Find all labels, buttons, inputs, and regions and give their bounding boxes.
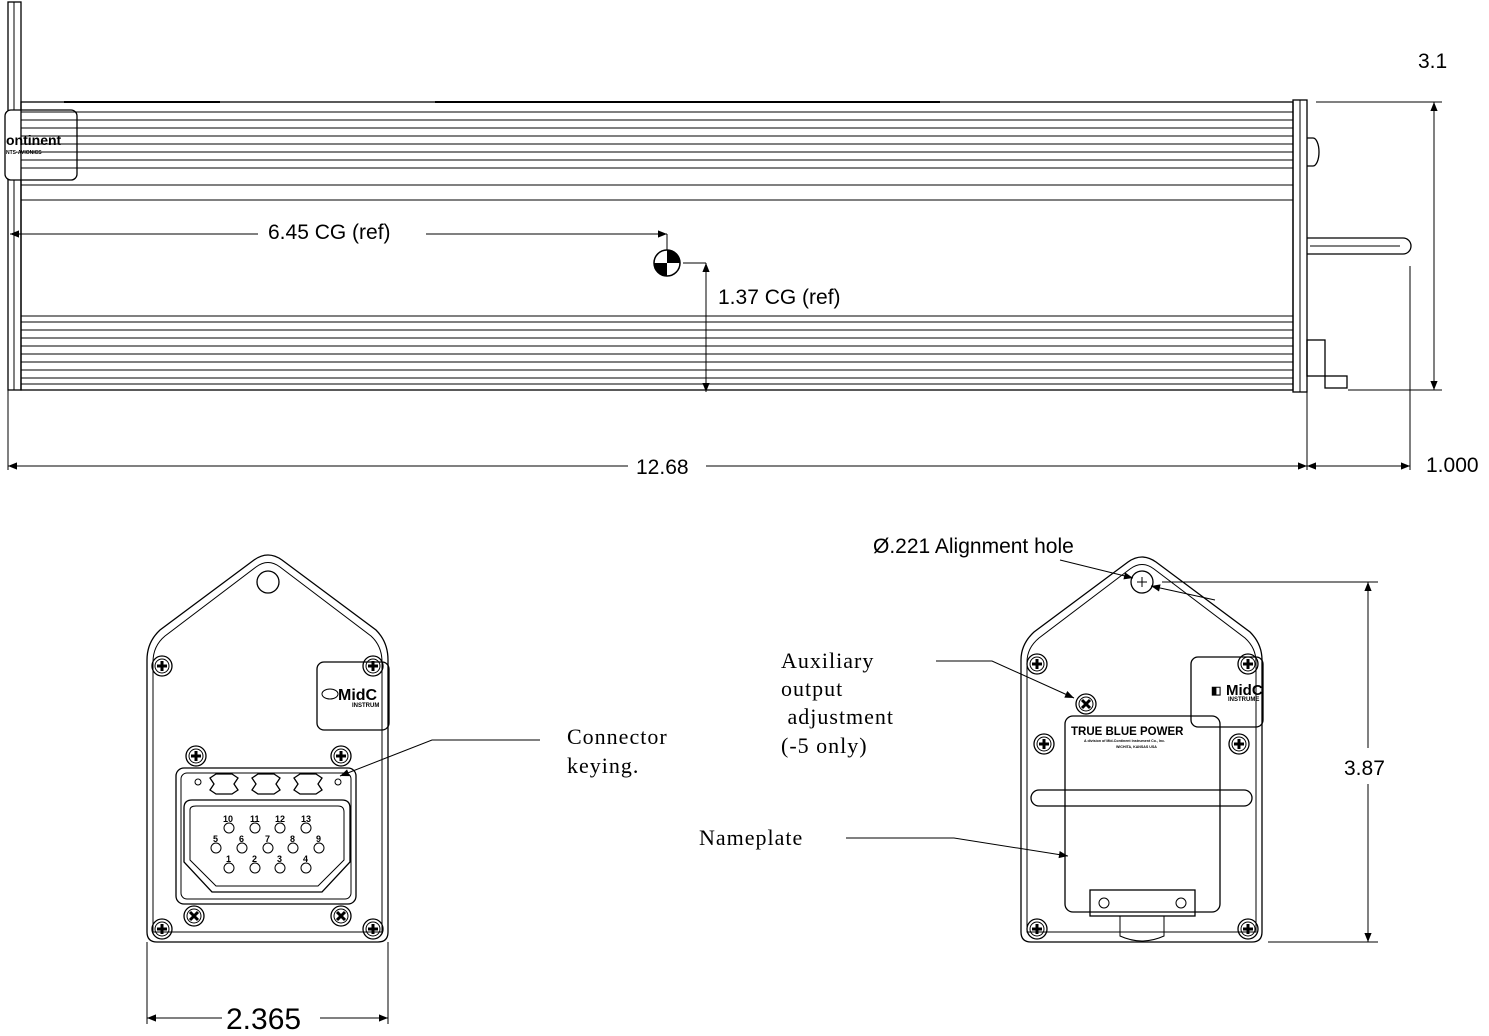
cross-screw-icon <box>329 904 353 928</box>
nameplate-line2: WICHITA, KANSAS USA <box>1116 745 1157 749</box>
side-logo-text: ontinent <box>6 132 62 148</box>
screw-icon <box>150 654 174 678</box>
nameplate-line1: A division of Mid-Continent Instrument C… <box>1084 739 1165 743</box>
adjustment-screw-icon <box>1074 692 1098 716</box>
front-logo-badge <box>1190 656 1264 728</box>
aux-note-line3: adjustment <box>781 704 894 729</box>
length-dim-label: 12.68 <box>636 456 689 479</box>
connector-note-line2: keying. <box>567 753 639 778</box>
front-logo-text: MidC <box>1226 682 1263 699</box>
connector-keying <box>194 773 342 795</box>
connector-pins: 10 11 12 13 5 6 7 8 9 1 2 3 4 <box>210 814 325 874</box>
nameplate-tab <box>1089 889 1196 917</box>
cross-screw-icon <box>182 904 206 928</box>
front-alignment-hole <box>1130 570 1154 594</box>
pin-label: 3 <box>277 854 282 864</box>
side-knob <box>1307 137 1320 167</box>
rear-plate-outline <box>146 554 389 943</box>
nameplate-title: TRUE BLUE POWER <box>1071 726 1184 738</box>
screw-icon <box>1236 917 1260 941</box>
screw-icon <box>1227 732 1251 756</box>
screw-icon <box>184 744 208 768</box>
screw-icon <box>329 744 353 768</box>
screw-icon <box>1025 917 1049 941</box>
hole-note: Ø.221 Alignment hole <box>873 535 1074 558</box>
cg-x-label: 6.45 CG (ref) <box>268 221 391 244</box>
screw-icon <box>1025 652 1049 676</box>
rear-logo-text: MidC <box>338 687 378 704</box>
nameplate <box>1064 715 1221 913</box>
handle-bar <box>1030 789 1253 807</box>
connector-note-line1: Connector <box>567 724 668 749</box>
front-view: MidC INSTRUME ◧ TRUE BLUE POWER A divisi… <box>699 535 1385 943</box>
pin-label: 1 <box>226 854 231 864</box>
cg-y-label: 1.37 CG (ref) <box>718 286 841 309</box>
rear-logo-badge <box>316 661 390 731</box>
aux-note-line1: Auxiliary <box>781 648 874 673</box>
side-connector-tab <box>1306 339 1326 377</box>
pin-label: 2 <box>252 854 257 864</box>
pin-label: 10 <box>223 814 233 824</box>
aux-note-leader <box>936 660 1075 699</box>
nameplate-note-leader <box>846 837 1069 859</box>
connector-shell <box>183 799 351 893</box>
width-dim-label: 2.365 <box>226 1003 301 1036</box>
aux-note-line2: output <box>781 676 843 701</box>
hole-note-leader-1 <box>1059 559 1134 580</box>
front-logo-subtext: INSTRUME <box>1228 697 1259 703</box>
side-view: ontinent NTS•AVIONICS <box>4 1 1479 479</box>
side-body <box>20 101 1294 391</box>
screw-icon <box>361 917 385 941</box>
height-dim-label: 3.1 <box>1418 50 1447 73</box>
pin-label: 9 <box>316 834 321 844</box>
connector-note-leader <box>339 739 540 777</box>
screw-icon <box>1032 732 1056 756</box>
flange-dim-label: 1.000 <box>1426 454 1479 477</box>
side-top-fins <box>21 101 1293 201</box>
pin-label: 12 <box>275 814 285 824</box>
front-plate-outline <box>1020 556 1263 943</box>
pin-label: 6 <box>239 834 244 844</box>
pin-label: 4 <box>303 854 308 864</box>
hole-note-leader-2 <box>1150 584 1216 601</box>
rear-alignment-hole <box>256 570 280 594</box>
side-logo-subtext: NTS•AVIONICS <box>6 150 42 156</box>
front-height-dim-label: 3.87 <box>1344 757 1385 780</box>
pin-label: 7 <box>265 834 270 844</box>
pin-label: 11 <box>250 814 260 824</box>
screw-icon <box>150 917 174 941</box>
screw-icon <box>361 654 385 678</box>
pin-label: 5 <box>213 834 218 844</box>
pin-label: 8 <box>290 834 295 844</box>
rear-logo-subtext: INSTRUM <box>352 703 379 709</box>
pin-label: 13 <box>301 814 311 824</box>
side-bottom-fins <box>21 315 1293 385</box>
side-pin <box>1307 237 1412 255</box>
connector-frame <box>175 767 357 905</box>
front-logo-mark: ◧ <box>1211 685 1221 697</box>
nameplate-note: Nameplate <box>699 825 803 850</box>
cg-symbol <box>653 249 681 277</box>
aux-note-line4: (-5 only) <box>781 733 868 758</box>
rear-view: MidC INSTRUM 10 11 12 13 5 6 7 8 9 1 2 <box>146 554 668 1036</box>
